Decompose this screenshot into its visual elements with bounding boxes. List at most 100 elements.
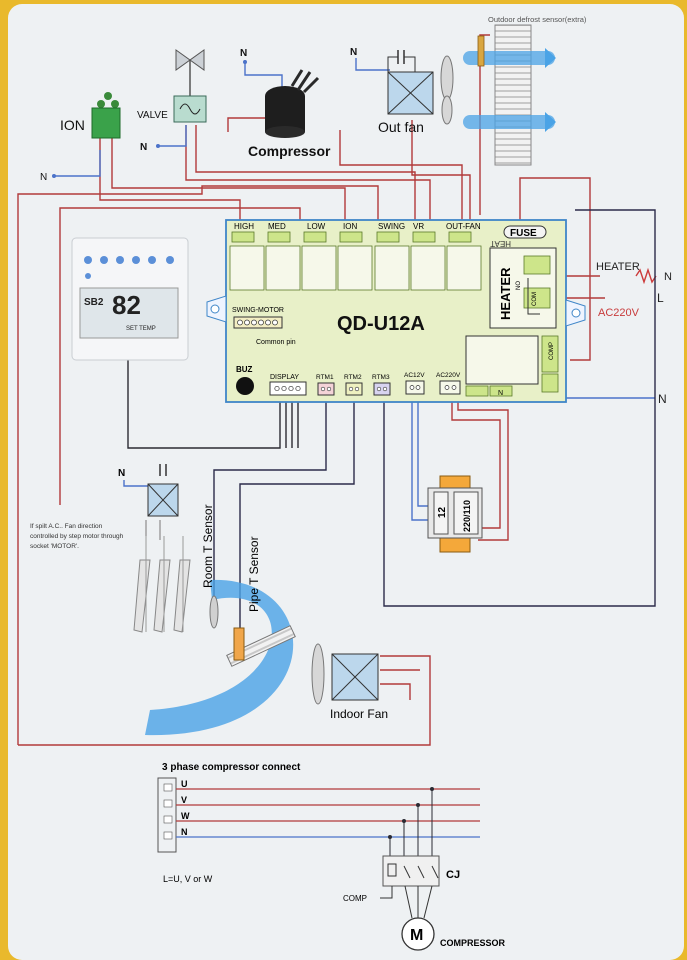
heater-block-label: HEATER [498, 267, 513, 320]
relay-label-ion: ION [343, 222, 357, 231]
phase-note: L=U, V or W [163, 874, 213, 884]
indoor-fan-component: Indoor Fan [311, 643, 388, 721]
rtm2-label: RTM2 [344, 374, 362, 381]
compressor-label: Compressor [248, 143, 331, 159]
fuse [503, 225, 547, 239]
relay-terminal-high [231, 231, 255, 243]
ion-label: ION [60, 117, 85, 133]
fuse-label: FUSE [510, 228, 537, 239]
relay-terminal-med [267, 231, 291, 243]
valve-label: VALVE [137, 110, 168, 121]
pipe-t-sensor-label: Pipe T Sensor [247, 536, 261, 612]
defrost-sensor-icon [477, 35, 485, 67]
room-t-sensor-label: Room T Sensor [201, 504, 215, 588]
relay-label-med: MED [268, 222, 286, 231]
valve-component: VALVE N [137, 49, 207, 153]
lcd-digits: 82 [112, 290, 141, 320]
heater-wire-label: HEATER [596, 261, 640, 273]
swing-fan-component: N If spilt A.C.. Fan direction controlle… [30, 464, 191, 633]
three-phase-title: 3 phase compressor connect [162, 762, 301, 773]
compressor-n-label: N [240, 48, 247, 59]
evaporator-airflow: Room T Sensor Pipe T Sensor [145, 504, 296, 736]
n-terminal [489, 385, 513, 397]
out-fan-blade-icon [440, 55, 454, 101]
diagram-sheet [8, 4, 684, 960]
buz-label: BUZ [236, 365, 253, 374]
room-sensor-icon [209, 595, 219, 629]
phase-w-label: W [181, 811, 190, 821]
motor-symbol: M [410, 927, 423, 944]
no-label: NO [516, 281, 522, 290]
split-note-line-2: controlled by step motor through [30, 533, 124, 540]
relay-label-out-fan: OUT-FAN [446, 222, 481, 231]
indoor-fan-blade-icon [311, 643, 325, 705]
split-note-line-1: If spilt A.C.. Fan direction [30, 523, 103, 530]
relay-label-swing: SWING [378, 222, 405, 231]
ion-icon [91, 107, 121, 139]
buzzer-icon [236, 377, 254, 395]
transformer-high-label: 220/110 [462, 500, 472, 532]
swing-fan-n-label: N [118, 468, 125, 479]
relay-terminal-out-fan [448, 231, 472, 243]
comp-coil-label: COMP [343, 894, 367, 903]
out-fan-label: Out fan [378, 119, 424, 135]
n-terminal-label: N [498, 390, 503, 397]
relay-terminal-ion [339, 231, 363, 243]
relay-low [301, 245, 337, 291]
remote-display: SB2 82 SET TEMP [71, 237, 189, 361]
board-n-label: N [658, 392, 667, 406]
lcd-row: SET TEMP [126, 326, 156, 332]
relay-terminal-vr [412, 231, 436, 243]
ac220v-board-label: AC220V [436, 372, 461, 379]
ac12v-socket [405, 380, 425, 395]
line-l-label: L [657, 291, 664, 305]
out-fan-component: Out fan N [350, 47, 454, 135]
control-board: HIGH MED LOW ION SWING VR OUT-FAN [206, 219, 586, 403]
board-model-label: QD-U12A [337, 313, 425, 335]
swing-motor-socket [233, 316, 283, 329]
indoor-fan-label: Indoor Fan [330, 707, 388, 721]
swing-motor-label: SWING-MOTOR [232, 307, 284, 314]
phase-u-label: U [181, 779, 188, 789]
transformer-low-label: 12 [437, 506, 448, 518]
relay-terminal-low [303, 231, 327, 243]
compressor-3ph-label: COMPRESSOR [440, 938, 506, 948]
relay-high [229, 245, 265, 291]
relay-swing [374, 245, 410, 291]
relay-label-vr: VR [413, 222, 424, 231]
split-note-line-3: socket 'MOTOR'. [30, 543, 79, 550]
common-pin-label: Common pin [256, 339, 296, 346]
rtm1-socket [317, 382, 335, 396]
airflow-arrow-icon [145, 579, 294, 736]
three-phase-section: 3 phase compressor connect U V W N CJ CO… [157, 762, 506, 951]
ion-module: ION N [40, 92, 121, 183]
phase-v-label: V [181, 795, 187, 805]
lcd-screen [79, 287, 179, 339]
pipe-sensor-icon [233, 627, 245, 661]
contactor-label: CJ [446, 869, 460, 881]
heat-mirror-label: HEAT [490, 239, 511, 248]
compressor-component: Compressor N [240, 48, 331, 159]
lcd-left: SB2 [84, 297, 104, 308]
rtm3-socket [373, 382, 391, 396]
wires [17, 34, 657, 746]
ac12v-label: AC12V [404, 372, 425, 379]
display-label: DISPLAY [270, 374, 299, 381]
com-label: COM [532, 292, 538, 306]
valve-n-label: N [140, 142, 147, 153]
relay-label-low: LOW [307, 222, 326, 231]
rtm1-label: RTM1 [316, 374, 334, 381]
phase-n-label: N [181, 827, 188, 837]
out-fan-n-label: N [350, 47, 357, 58]
relay-out-fan [446, 245, 482, 291]
relay-terminal-swing [376, 231, 400, 243]
rtm3-label: RTM3 [372, 374, 390, 381]
transformer: 12 220/110 [427, 475, 483, 553]
ac220v-socket [439, 380, 461, 395]
comp-relay [465, 335, 539, 385]
comp-terminal-label: COMP [549, 342, 555, 360]
relay-label-high: HIGH [234, 222, 254, 231]
relay-med [265, 245, 301, 291]
display-socket [269, 381, 307, 396]
